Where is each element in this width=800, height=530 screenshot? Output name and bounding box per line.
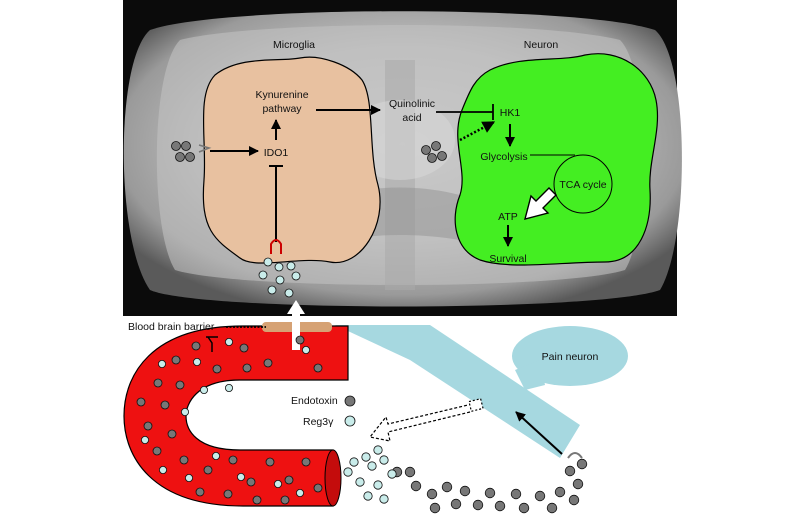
dotted-endotoxin-to-hk1 <box>459 120 496 142</box>
endotoxin-receptor <box>198 144 212 153</box>
neuron-cell <box>454 53 659 266</box>
kynurenine-label-line2: pathway <box>262 103 302 115</box>
blood-vessel <box>123 322 349 507</box>
tca-cycle-circle <box>553 154 613 214</box>
hk1-label: HK1 <box>500 107 521 119</box>
kynurenine-label-line1: Kynurenine <box>255 89 308 101</box>
pathway-arrows <box>206 104 575 455</box>
atp-label: ATP <box>498 211 518 223</box>
hollow-arrow-tca-to-atp <box>524 187 557 220</box>
reg3-legend-dot <box>344 415 356 427</box>
ido1-label: IDO1 <box>264 147 289 159</box>
pain-neuron-cell <box>335 325 628 458</box>
microglia-cell <box>202 56 381 264</box>
neuron-title: Neuron <box>524 39 559 51</box>
tca-cycle-label: TCA cycle <box>559 179 606 191</box>
quinolinic-label-line2: acid <box>402 112 421 124</box>
pain-neuron-label: Pain neuron <box>542 351 599 363</box>
bbb-inhibit-mark <box>207 336 213 352</box>
arrow-pain-signal <box>515 411 563 455</box>
reg3-legend-label: Reg3γ <box>303 416 334 428</box>
endotoxin-legend-label: Endotoxin <box>291 395 338 407</box>
quinolinic-label-line1: Quinolinic <box>389 98 435 110</box>
pain-neuron-terminal <box>567 452 583 459</box>
reg3-particles <box>140 257 397 504</box>
microglia-title: Microglia <box>273 39 315 51</box>
endotoxin-legend-dot <box>344 395 356 407</box>
microglia-receptor <box>270 239 282 254</box>
reg3-crossing-arrow <box>287 300 305 350</box>
reg3-release-arrow <box>368 397 484 442</box>
glycolysis-label: Glycolysis <box>480 151 527 163</box>
survival-label: Survival <box>489 253 526 265</box>
blood-brain-barrier-label: Blood brain barrier <box>128 321 215 333</box>
endotoxin-particles <box>136 141 588 514</box>
